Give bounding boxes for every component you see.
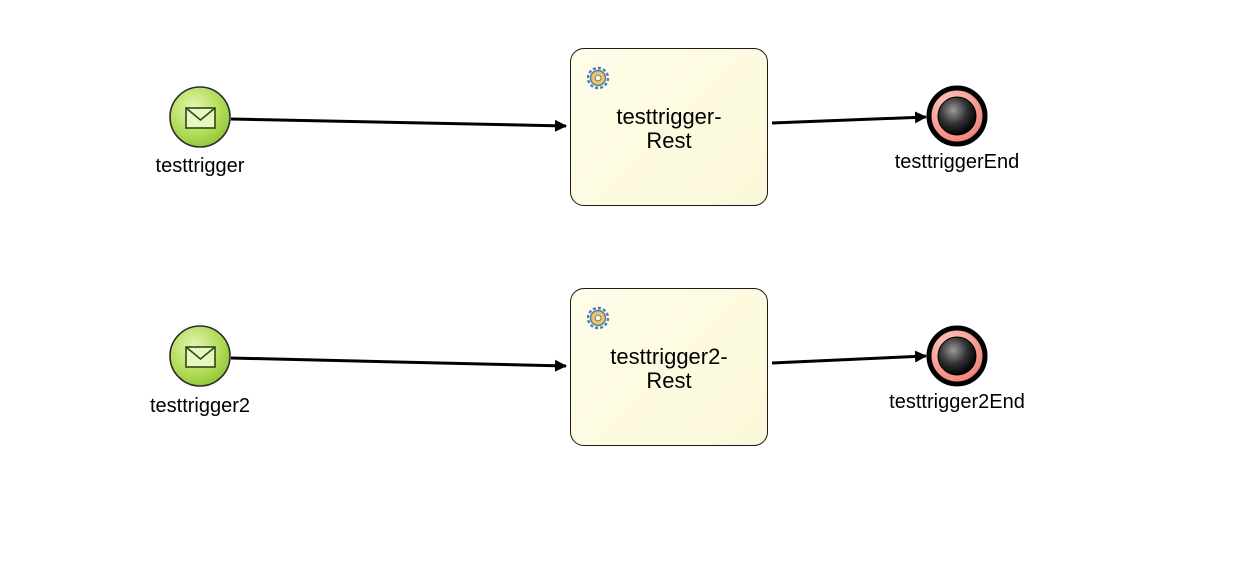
sequence-flow-task-to-end[interactable] <box>771 111 927 125</box>
service-task[interactable]: testtrigger2- Rest <box>570 288 768 446</box>
task-label-line-2: Rest <box>646 128 692 153</box>
service-task[interactable]: testtrigger- Rest <box>570 48 768 206</box>
sequence-flow-start-to-task[interactable] <box>230 117 567 132</box>
task-label-line-1: testtrigger2- <box>610 344 728 369</box>
sequence-flow-start-to-task[interactable] <box>230 356 567 372</box>
sequence-flow-task-to-end[interactable] <box>771 350 927 365</box>
task-label-line-2: Rest <box>646 368 692 393</box>
row-1 <box>169 85 988 148</box>
end-event-label: testtrigger2End <box>889 391 1025 413</box>
envelope-icon <box>185 107 216 129</box>
row-2 <box>169 325 988 387</box>
start-event-label: testtrigger2 <box>149 395 251 417</box>
task-label-line-1: testtrigger- <box>616 104 722 129</box>
service-gear-icon <box>586 306 610 330</box>
end-event[interactable] <box>926 85 988 147</box>
end-event[interactable] <box>926 325 988 387</box>
start-message-event[interactable] <box>169 325 231 387</box>
end-event-label: testtriggerEnd <box>894 151 1020 173</box>
envelope-icon <box>185 346 216 368</box>
start-event-label: testtrigger <box>155 155 245 177</box>
service-gear-icon <box>586 66 610 90</box>
start-message-event[interactable] <box>169 86 231 148</box>
